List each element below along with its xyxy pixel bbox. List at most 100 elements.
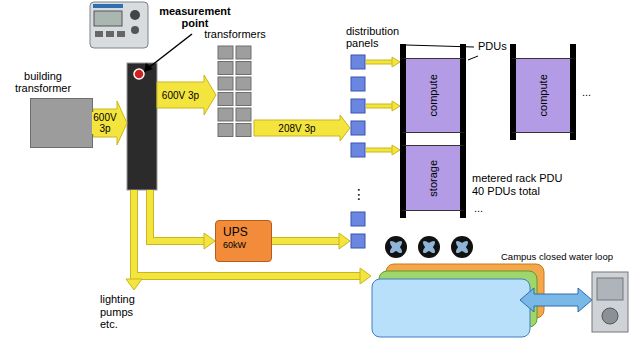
distribution-panel [351,99,365,113]
feed-line [366,149,394,152]
meter-key [95,31,103,37]
transformer-unit [218,93,233,106]
fan-blade [421,239,437,255]
callout-label: PDUs [478,40,507,53]
transformer-unit [236,108,251,121]
fan [385,236,407,258]
auxiliary-feed [126,190,371,290]
voltage-label: 208V 3p [278,123,315,134]
feed-outline [366,60,394,65]
transformer-unit [218,124,233,137]
power-feed [366,101,400,111]
node-label: compute [427,74,440,116]
power-feed [150,190,215,249]
pdu-bars [400,44,576,218]
distribution-panel [351,212,365,226]
cooling-unit [372,279,530,337]
node-label: compute [537,74,550,116]
meter-panel-box [127,63,157,190]
feed-line-outline [130,190,138,281]
leader-line [406,45,474,47]
compute-rack: compute [510,58,576,133]
feed-line [131,190,137,281]
feed-outline [272,237,341,245]
arrowhead [392,101,400,111]
meter-key [106,31,114,37]
meter-device [90,2,148,48]
power-arrow [157,75,216,115]
voltage-label: 600V 3p [162,90,199,101]
fan-blade [454,239,470,255]
node-heading: transformers [202,28,268,41]
fan-body [385,236,407,258]
feed-line [272,238,341,244]
continuation-mark: ... [474,202,483,215]
transformer-unit [218,77,233,90]
fan [418,236,440,258]
loop-label: Campus closed water loop [500,252,614,263]
fan-blade [388,239,404,255]
distribution-panel [351,121,365,135]
chiller-pump [602,308,618,324]
voltage-label: 600V 3p [92,112,118,134]
arrowhead [392,57,400,67]
leader-arrowhead [144,63,153,72]
continuation-mark: ⋮ [352,186,366,202]
meter-button [130,10,140,20]
transformer-unit [236,93,251,106]
fan-body [451,236,473,258]
distribution-panel [351,77,365,91]
arrowhead [204,233,215,249]
transformer-unit [236,77,251,90]
meter-panel: measurement point [127,63,157,190]
fan-blade [388,239,404,255]
node-heading: measurement point [155,5,235,30]
chiller-plant [592,272,628,332]
water-loop-arrow [520,288,592,312]
arrowhead [392,145,400,155]
transformer-unit [218,108,233,121]
feed-outline [366,104,394,109]
chiller-panel [597,278,623,300]
feed-line [366,105,394,108]
power-feed [93,101,127,145]
ups-box: UPS60kW [215,220,272,262]
leader-line [468,56,478,60]
transformer-box: building transformer [30,98,93,148]
power-feed [254,115,350,141]
compute-rack: compute [400,58,466,133]
fan-blade [421,239,437,255]
transformer-unit [218,46,233,59]
meter-brand-bar [93,4,123,8]
feed-arrowhead [126,279,142,290]
node-heading: distribution panels [346,25,414,50]
feed-outline [366,148,394,153]
power-arrow [93,101,127,145]
distribution-panel [351,234,365,248]
power-arrow [254,115,350,141]
fan-body [418,236,440,258]
load-label: lighting pumps etc. [100,293,148,331]
distribution-panel [351,55,365,69]
feed-line [366,61,394,64]
meter-key [117,31,125,37]
fan [451,236,473,258]
fan-blade [454,239,470,255]
meter-display [94,11,122,26]
power-feed [272,233,350,249]
transformer-unit [236,124,251,137]
transformer-grid [218,46,251,137]
note-text: metered rack PDU 40 PDUs total [472,172,568,197]
feed-outline [150,190,206,241]
distribution-panels: distribution panels [350,52,366,250]
node-label: UPS [223,226,248,240]
continuation-mark: ... [582,86,591,99]
transformer-unit [218,62,233,75]
feed-line [131,273,362,279]
meter-button [131,26,139,34]
panel-column [351,55,365,248]
arrowhead [339,233,350,249]
